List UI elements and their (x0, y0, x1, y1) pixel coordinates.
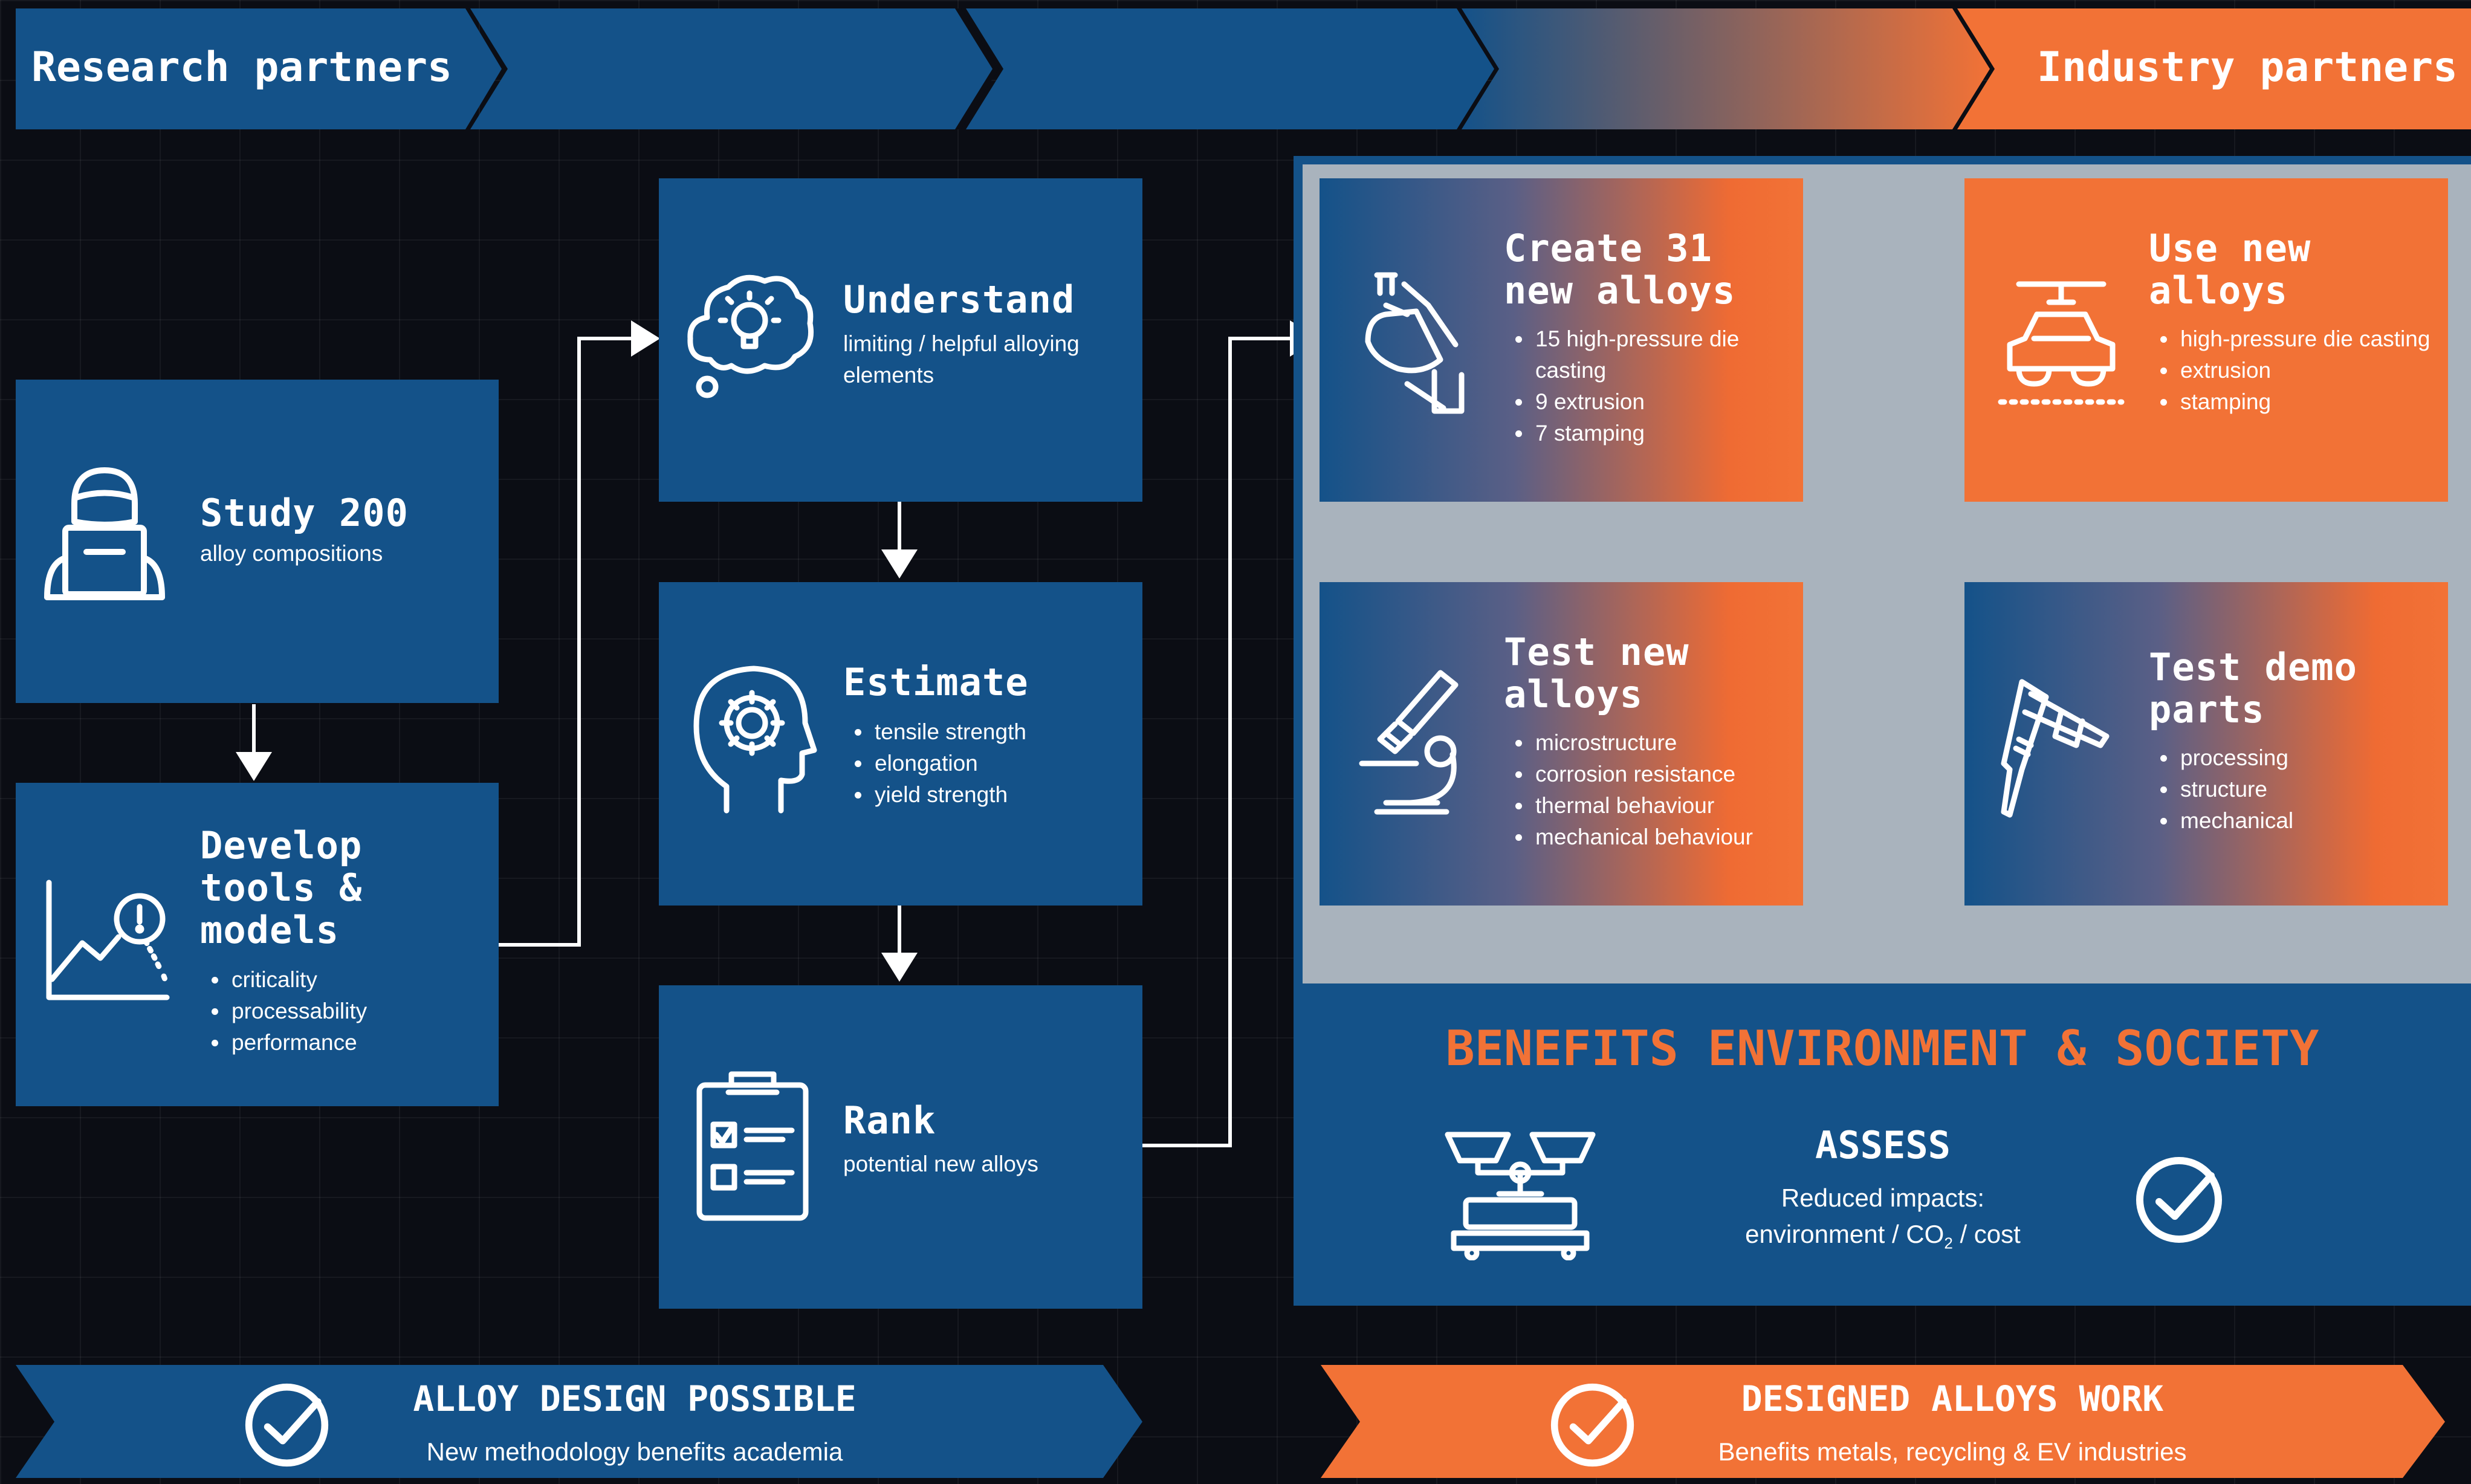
rank-subtitle: potential new alloys (843, 1152, 1038, 1176)
list-item: yield strength (872, 779, 1026, 811)
chart-analysis-icon (40, 873, 173, 1006)
test-new-bullets: microstructure corrosion resistance ther… (1504, 727, 1753, 853)
list-item: tensile strength (872, 716, 1026, 748)
list-item: processing (2178, 742, 2293, 774)
benefits-title: BENEFITS ENVIRONMENT & SOCIETY (1445, 1020, 2319, 1077)
clipboard-checklist-icon (692, 1067, 813, 1224)
arrow-develop-to-understand (499, 320, 660, 947)
study-title: Study 200 (200, 491, 409, 535)
list-item: stamping (2178, 386, 2432, 418)
caliper-icon (1998, 679, 2113, 818)
estimate-title: Estimate (843, 660, 1029, 704)
develop-card: Develop tools & models criticality proce… (16, 783, 499, 1106)
create-title-line-2: new alloys (1504, 268, 1736, 313)
develop-title-line-1: Develop (200, 823, 363, 867)
test-new-title-line-1: Test new (1504, 630, 1689, 674)
study-subtitle: alloy compositions (200, 541, 383, 566)
list-item: mechanical (2178, 805, 2293, 837)
use-new-bullets: high-pressure die casting extrusion stam… (2149, 323, 2432, 418)
banner-chevron-2b (470, 8, 993, 129)
banner-chevron-5 (1957, 8, 2471, 129)
top-banner (16, 8, 2471, 129)
industry-partners-label: Industry partners (2037, 44, 2458, 91)
footer-right-title: DESIGNED ALLOYS WORK (1741, 1378, 2164, 1419)
list-item: 7 stamping (1533, 418, 1793, 449)
footer-left-check-icon (243, 1381, 331, 1469)
develop-bullets: criticality processability performance (200, 964, 367, 1058)
co2-subscript: 2 (1944, 1234, 1953, 1252)
list-item: performance (229, 1027, 367, 1058)
list-item: processability (229, 996, 367, 1027)
understand-subtitle-line-1: limiting / helpful alloying (843, 331, 1080, 356)
laptop-user-icon (41, 461, 168, 606)
crucible-pour-icon (1350, 269, 1471, 414)
estimate-bullets: tensile strength elongation yield streng… (843, 716, 1026, 811)
develop-title-line-3: models (200, 908, 339, 952)
create-bullets: 15 high-pressure die casting 9 extrusion… (1504, 323, 1793, 449)
use-new-title-line-1: Use new (2149, 226, 2311, 270)
list-item: elongation (872, 748, 1026, 779)
assess-title: ASSESS (1815, 1123, 1951, 1167)
head-gear-icon (684, 659, 817, 817)
list-item: thermal behaviour (1533, 790, 1753, 821)
understand-subtitle-line-2: elements (843, 363, 934, 387)
footer-left-title: ALLOY DESIGN POSSIBLE (413, 1378, 857, 1419)
estimate-card: Estimate tensile strength elongation yie… (659, 582, 1142, 906)
list-item: 9 extrusion (1533, 386, 1793, 418)
assess-line-2-pre: environment / CO (1745, 1220, 1945, 1248)
list-item: mechanical behaviour (1533, 821, 1753, 853)
rank-card: Rank potential new alloys (659, 985, 1142, 1309)
car-assembly-icon (1995, 278, 2128, 405)
list-item: structure (2178, 774, 2293, 805)
banner-chevron-4 (1462, 8, 1990, 129)
footer-right-chevron (1321, 1365, 2445, 1478)
list-item: 15 high-pressure die casting (1533, 323, 1793, 386)
list-item: high-pressure die casting (2178, 323, 2432, 355)
arrow-rank-to-create (1142, 320, 1319, 1147)
footer-right-subtitle: Benefits metals, recycling & EV industri… (1718, 1437, 2187, 1466)
test-demo-title-line-1: Test demo (2149, 645, 2357, 689)
test-demo-bullets: processing structure mechanical (2149, 742, 2293, 837)
rank-title: Rank (843, 1098, 936, 1142)
thought-lightbulb-icon (683, 269, 816, 408)
develop-title-line-2: tools & (200, 866, 363, 910)
footer-left-chevron (16, 1365, 1142, 1478)
footer-banners (16, 1365, 2445, 1478)
list-item: corrosion resistance (1533, 759, 1753, 790)
research-partners-label: Research partners (31, 44, 452, 91)
understand-title: Understand (843, 277, 1075, 322)
understand-card: Understand limiting / helpful alloying e… (659, 178, 1142, 502)
banner-chevron-3 (966, 8, 1494, 129)
microscope-icon (1350, 661, 1471, 818)
list-item: extrusion (2178, 355, 2432, 386)
footer-right-check-icon (1549, 1381, 1636, 1469)
checkmark-circle-icon (2134, 1155, 2224, 1245)
test-new-card: Test new alloys microstructure corrosion… (1320, 582, 1803, 906)
study-card: Study 200 alloy compositions (16, 380, 499, 703)
test-new-title-line-2: alloys (1504, 672, 1643, 716)
assess-line-2: environment / CO2 / cost (1711, 1220, 2055, 1252)
list-item: microstructure (1533, 727, 1753, 759)
assess-line-1: Reduced impacts: (1781, 1184, 1985, 1212)
create-title-line-1: Create 31 (1504, 226, 1712, 270)
test-demo-card: Test demo parts processing structure mec… (1964, 582, 2448, 906)
use-new-title-line-2: alloys (2149, 268, 2288, 313)
banner-chevron-1 (16, 8, 502, 129)
list-item: criticality (229, 964, 367, 996)
use-new-card: Use new alloys high-pressure die casting… (1964, 178, 2448, 502)
assess-line-2-post: / cost (1952, 1220, 2021, 1248)
footer-left-subtitle: New methodology benefits academia (426, 1437, 843, 1466)
create-card: Create 31 new alloys 15 high-pressure di… (1320, 178, 1803, 502)
test-demo-title-line-2: parts (2149, 687, 2265, 731)
balance-scale-icon (1442, 1127, 1599, 1260)
